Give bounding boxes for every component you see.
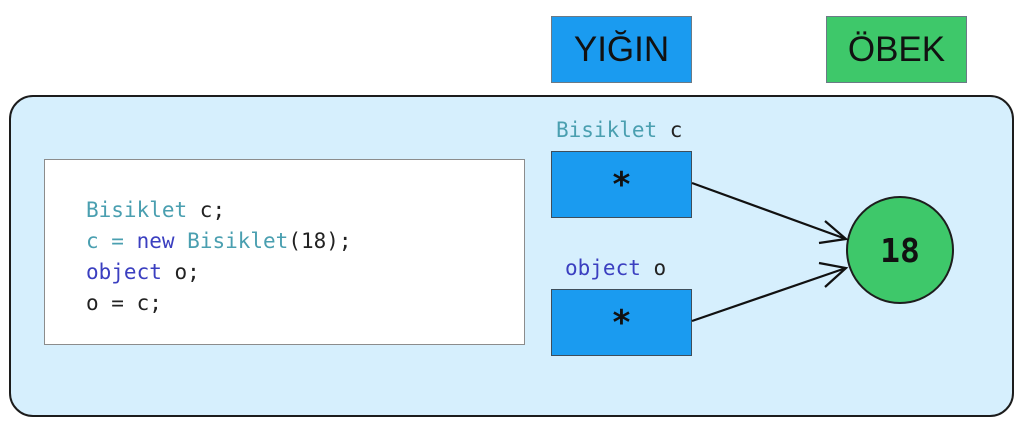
pointer-symbol: *: [611, 302, 632, 343]
code-block: Bisiklet c; c = new Bisiklet(18); object…: [44, 159, 525, 345]
stack-cell-c: *: [551, 151, 692, 218]
pointer-symbol: *: [611, 164, 632, 205]
stack-cell-o: *: [551, 289, 692, 356]
heap-object: 18: [846, 196, 954, 304]
code-text-token: (18);: [288, 229, 352, 253]
code-space-token: [175, 229, 188, 253]
stack-header-label: YIĞIN: [573, 29, 670, 69]
code-type-token: Bisiklet: [86, 198, 188, 222]
stack-var-type: object: [565, 256, 641, 280]
code-text-token: o = c;: [86, 291, 162, 315]
heap-object-value: 18: [880, 230, 920, 270]
code-type-token: Bisiklet: [187, 229, 289, 253]
code-line-1: Bisiklet c;: [86, 195, 524, 226]
code-keyword-token: new: [136, 229, 175, 253]
code-line-3: object o;: [86, 257, 524, 288]
code-text-token: c =: [86, 229, 137, 253]
stack-var-label-o: object o: [565, 256, 666, 280]
stack-header: YIĞIN: [551, 16, 692, 83]
code-text-token: o;: [161, 260, 200, 284]
code-text-token: c;: [187, 198, 226, 222]
heap-header: ÖBEK: [826, 16, 967, 83]
stack-var-name: o: [640, 256, 667, 280]
code-line-2: c = new Bisiklet(18);: [86, 226, 524, 257]
stack-var-type: Bisiklet: [556, 118, 658, 142]
heap-header-label: ÖBEK: [847, 29, 946, 69]
code-line-4: o = c;: [86, 288, 524, 319]
stack-var-label-c: Bisiklet c: [556, 118, 682, 142]
code-keyword-token: object: [86, 260, 162, 284]
stack-var-name: c: [657, 118, 683, 142]
